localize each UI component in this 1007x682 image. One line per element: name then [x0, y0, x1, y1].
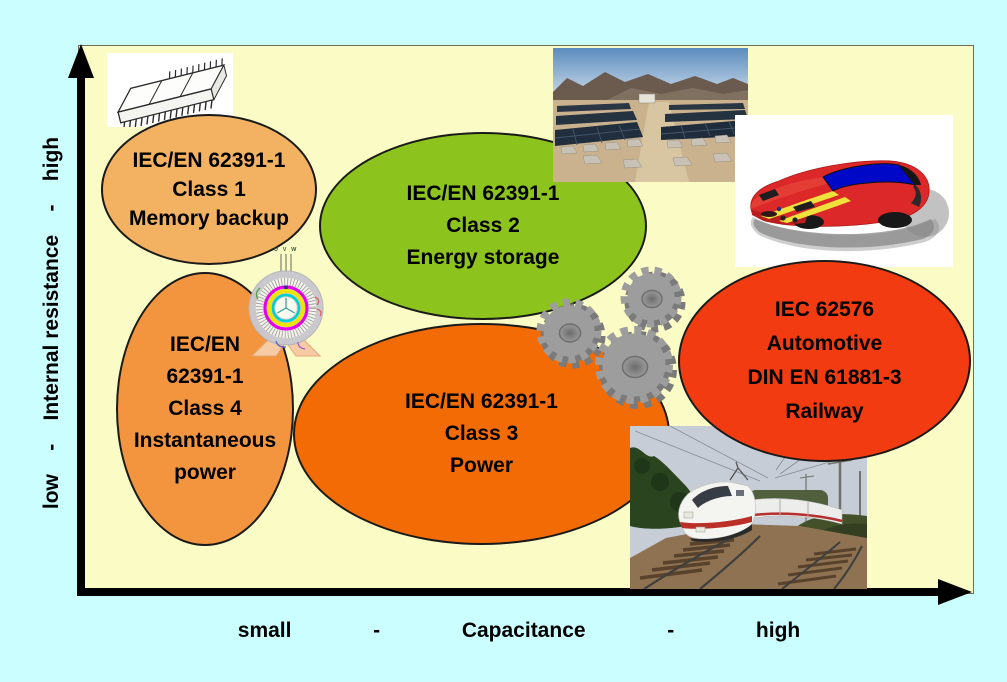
sports-car-image	[735, 115, 953, 267]
ellipse-text-line: Class 2	[446, 214, 520, 237]
y-axis-arrowhead-icon	[68, 44, 94, 78]
ellipse-text-line: Power	[449, 454, 514, 477]
ellipse-automotive-railway: IEC 62576 Automotive DIN EN 61881-3 Rail…	[678, 260, 971, 462]
motor-terminals-label: U V W	[274, 247, 298, 253]
gears-icon	[536, 266, 686, 409]
memory-chip-image	[107, 53, 233, 127]
motor-winding-diagram: U V W	[248, 247, 324, 357]
ellipse-text-line: DIN EN 61881-3	[747, 366, 902, 389]
ellipse-text-line: IEC/EN 62391-1	[405, 390, 558, 413]
ellipse-text-line: IEC/EN 62391-1	[406, 182, 560, 205]
solar-panel-farm-image	[553, 48, 748, 182]
x-axis-arrowhead-icon	[938, 579, 972, 605]
ellipse-text-line: Class 4	[168, 397, 242, 420]
y-axis-line	[77, 70, 85, 596]
ellipse-text-line: 62391-1	[166, 365, 244, 388]
ellipse-class1-memory-backup: IEC/EN 62391-1 Class 1 Memory backup	[101, 114, 317, 265]
ellipse-text-line: IEC/EN	[169, 333, 240, 356]
ellipse-text-line: IEC/EN 62391-1	[132, 149, 286, 172]
ellipse-text-line: Class 1	[172, 178, 246, 201]
ellipse-text-line: Railway	[785, 400, 864, 423]
x-axis-line	[77, 588, 939, 596]
ellipse-text-line: Class 3	[444, 422, 519, 445]
ellipse-text-line: Memory backup	[129, 207, 289, 230]
ellipse-text-line: Instantaneous	[133, 429, 277, 452]
ellipse-text-line: power	[174, 461, 236, 484]
ellipse-text-line: IEC 62576	[774, 298, 875, 321]
y-axis-label: low - Internal resistance - high	[40, 136, 63, 510]
ellipse-text-line: Energy storage	[406, 246, 560, 269]
ellipse-text-line: Automotive	[766, 332, 883, 355]
x-axis-label: small - Capacitance - high	[237, 619, 801, 642]
